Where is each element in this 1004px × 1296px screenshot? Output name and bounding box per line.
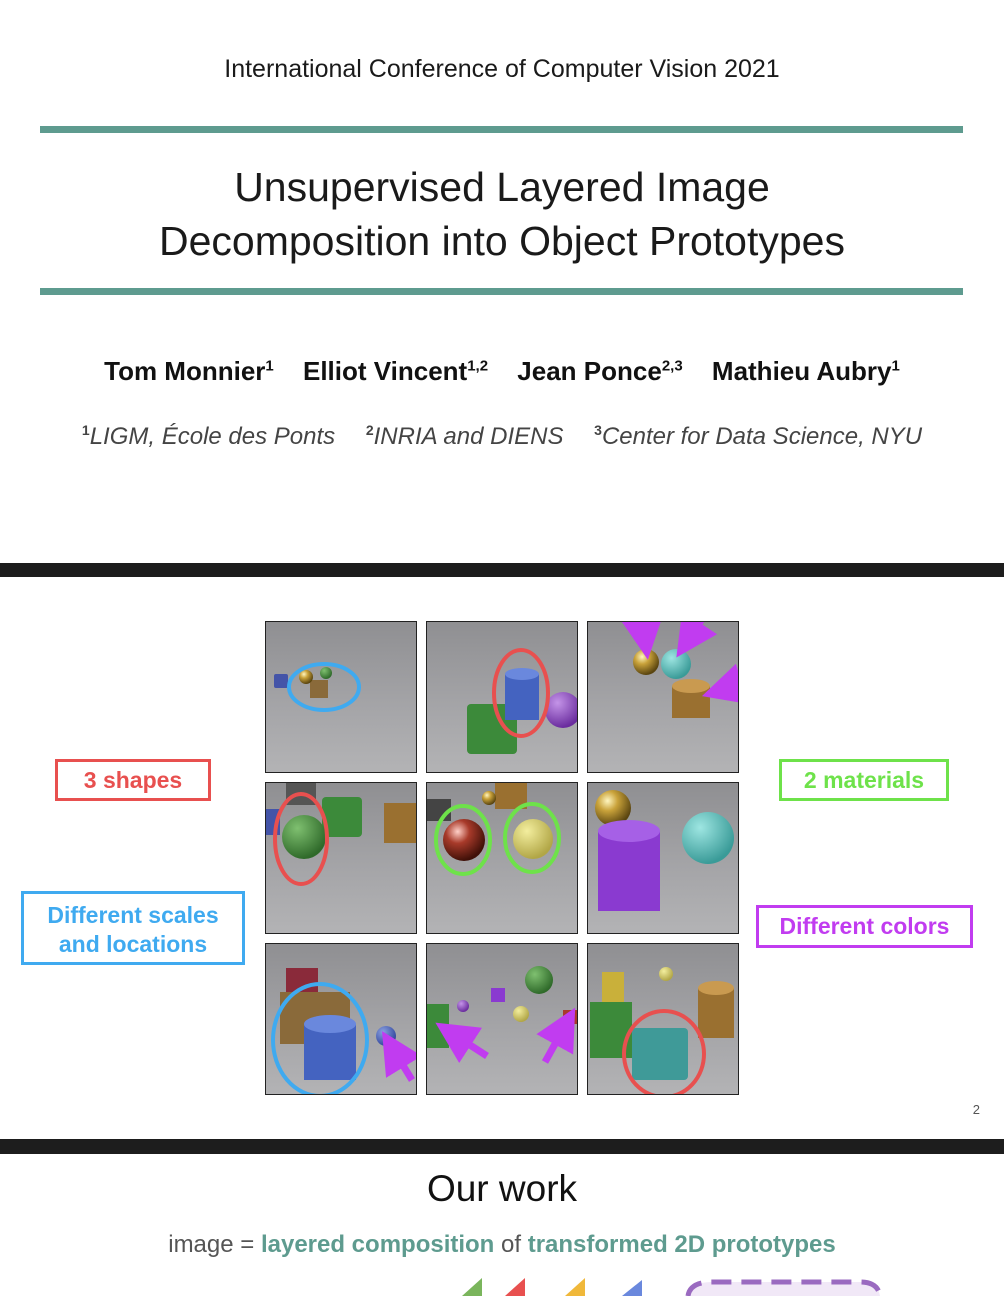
clevr-image (265, 943, 417, 1095)
image-grid (265, 621, 741, 1097)
section-heading: Our work (426, 1168, 578, 1209)
scales-label-line-1: Different scales (47, 902, 219, 928)
clevr-image (426, 782, 578, 934)
author: Tom Monnier1 (104, 356, 274, 386)
affiliation: 2INRIA and DIENS (365, 422, 564, 450)
title-line-1: Unsupervised Layered Image (234, 164, 770, 210)
dashed-box (685, 1279, 883, 1296)
clevr-slide: 3 shapes 2 materials Different scales an… (0, 577, 1004, 1139)
scales-label-line-2: and locations (58, 931, 208, 957)
page-number: 2 (972, 1102, 980, 1117)
clevr-image (426, 621, 578, 773)
clevr-image (265, 782, 417, 934)
clevr-image (587, 621, 739, 773)
prototype-triangle-yellow (565, 1278, 585, 1296)
title-rule-bottom (40, 288, 963, 295)
author-list: Tom Monnier1 Elliot Vincent1,2 Jean Ponc… (0, 356, 1004, 387)
conference-name: International Conference of Computer Vis… (224, 55, 780, 83)
clevr-image (265, 621, 417, 773)
method-equation: image = layered composition of transform… (168, 1231, 836, 1258)
shapes-label: 3 shapes (55, 759, 211, 801)
title-rule-top (40, 126, 963, 133)
paper-title: Unsupervised Layered Image Decomposition… (0, 160, 1004, 268)
title-slide: International Conference of Computer Vis… (0, 0, 1004, 563)
clevr-image (587, 943, 739, 1095)
colors-label: Different colors (756, 905, 973, 948)
author: Jean Ponce2,3 (517, 356, 683, 386)
clevr-image (587, 782, 739, 934)
prototype-illustration (462, 1278, 883, 1296)
prototype-triangle-green (462, 1278, 482, 1296)
scales-label: Different scales and locations (21, 891, 245, 965)
author: Elliot Vincent1,2 (302, 356, 489, 386)
prototype-triangle-red (505, 1278, 525, 1296)
our-work-slide: Our work image = layered composition of … (0, 1154, 1004, 1296)
clevr-image (426, 943, 578, 1095)
author: Mathieu Aubry1 (711, 356, 900, 386)
prototype-triangle-blue (622, 1280, 642, 1296)
affiliation-list: 1LIGM, École des Ponts 2INRIA and DIENS … (0, 422, 1004, 451)
title-line-2: Decomposition into Object Prototypes (159, 218, 845, 264)
materials-label: 2 materials (779, 759, 949, 801)
affiliation: 1LIGM, École des Ponts (81, 422, 336, 450)
affiliation: 3Center for Data Science, NYU (594, 422, 923, 450)
